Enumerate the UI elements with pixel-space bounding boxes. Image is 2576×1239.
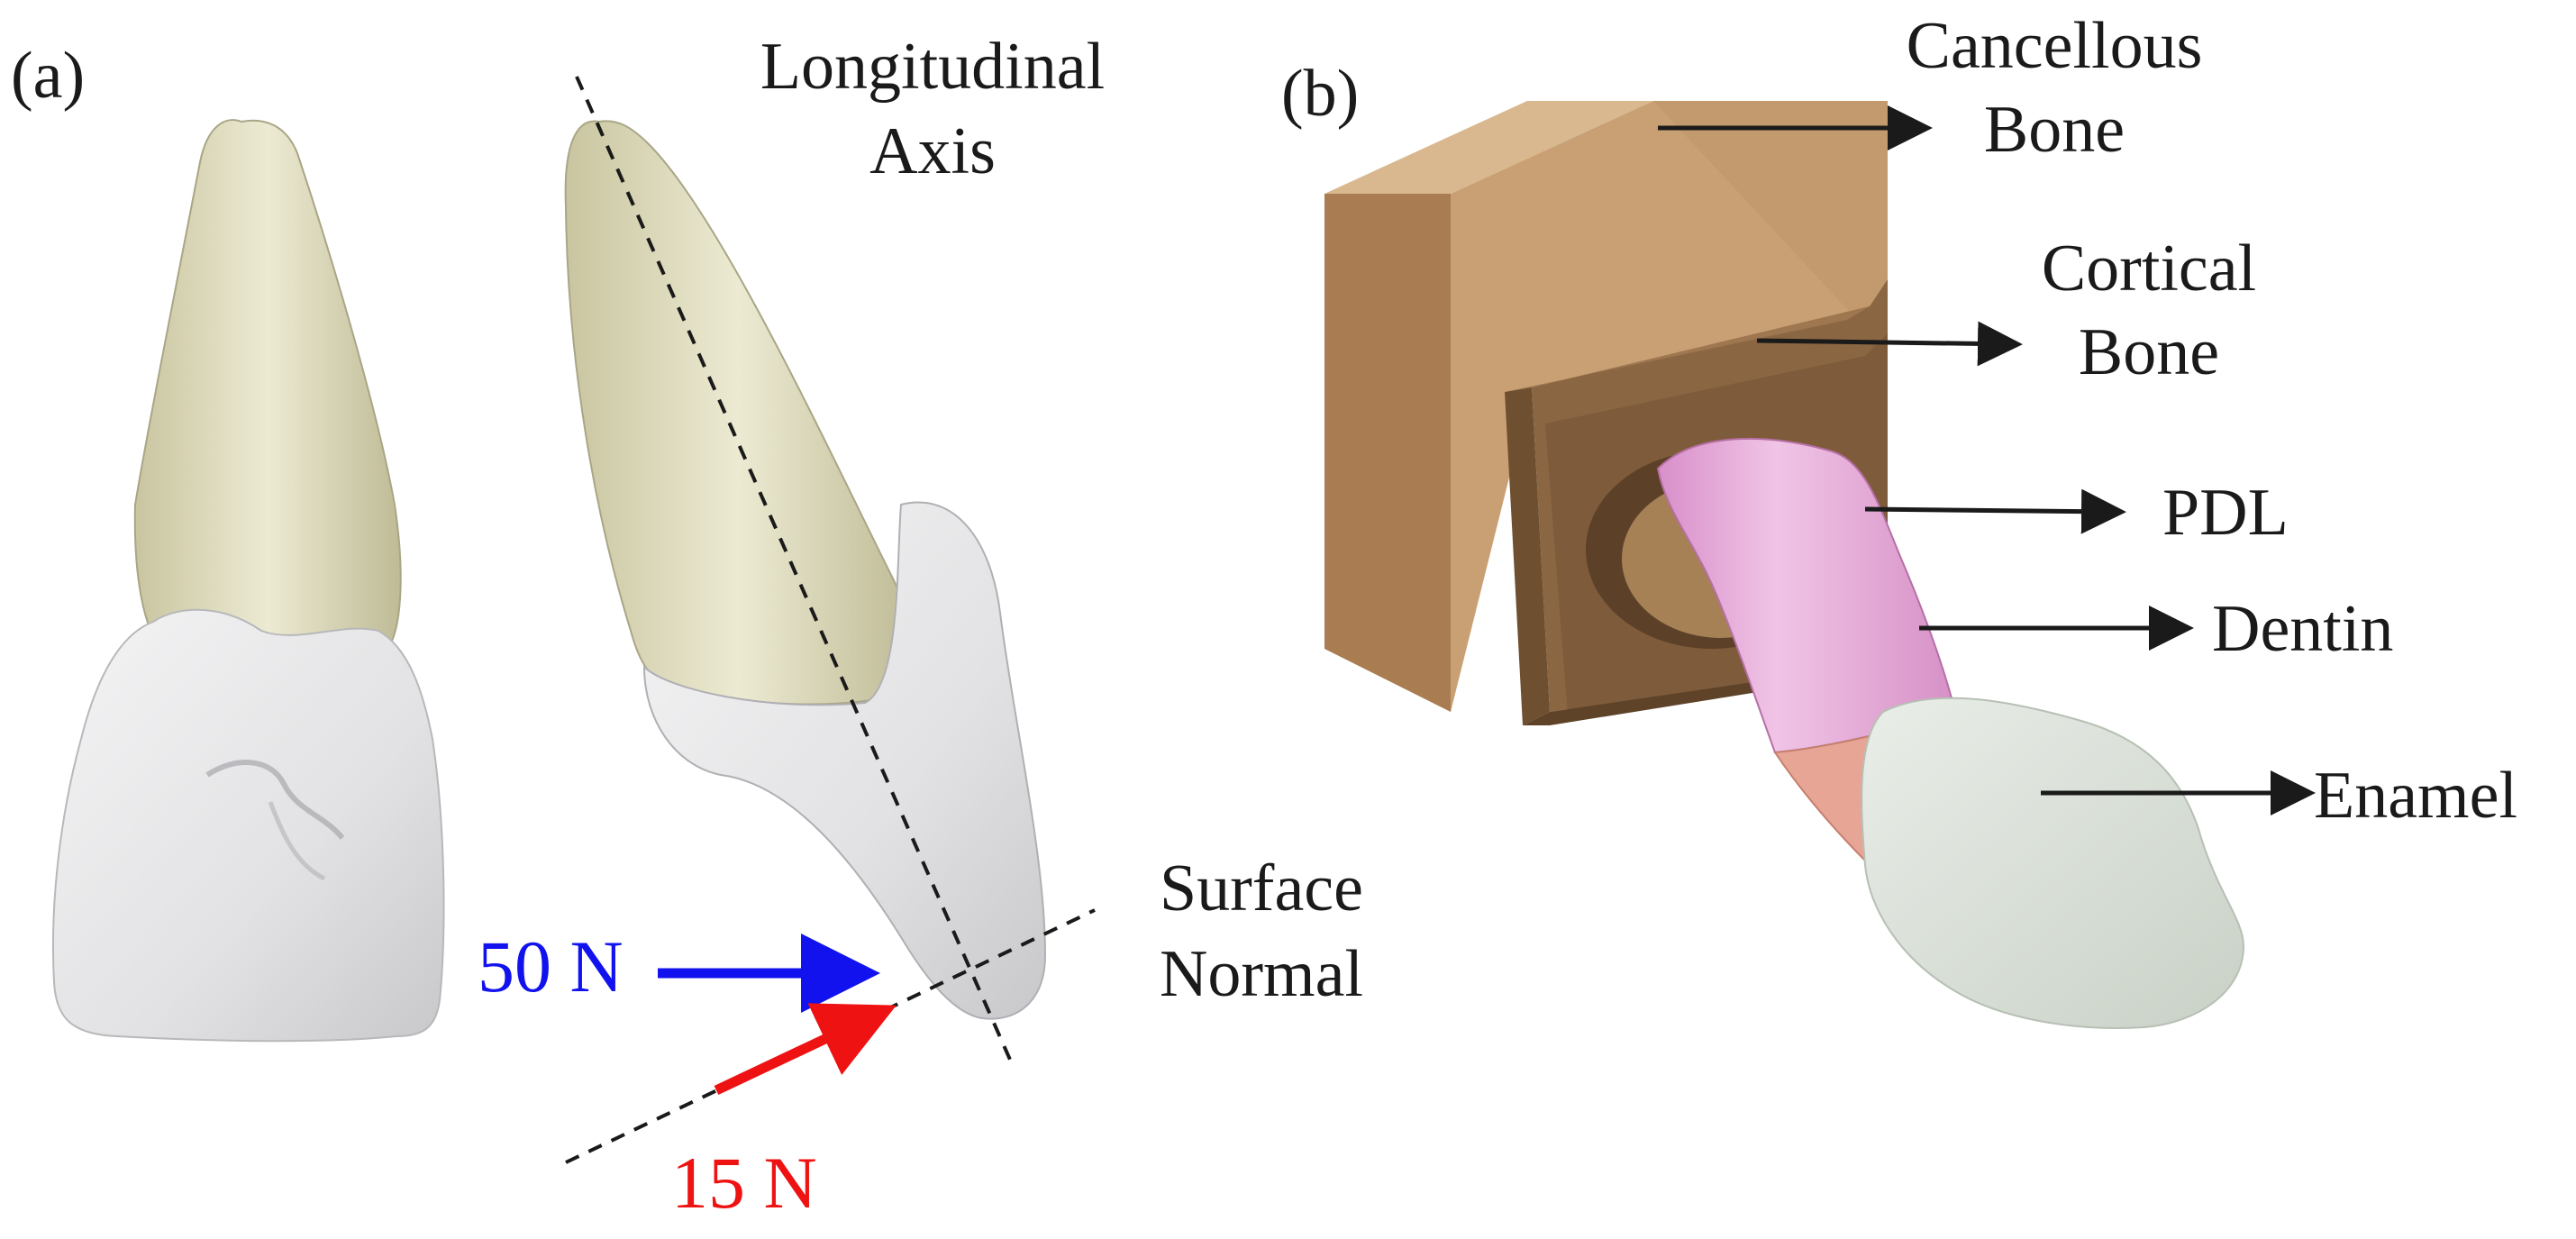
surface-normal-line [565,908,1096,1164]
tooth-front-root [133,119,402,650]
longitudinal-axis-line [575,76,1015,1069]
enamel-label: Enamel [2314,759,2517,833]
longitudinal-axis-label-line1: Longitudinal [760,30,1105,104]
dentin-label: Dentin [2212,592,2393,666]
tooth-side-view [564,120,1047,1020]
cortical-bone-pointer [1756,321,2023,367]
cancellous-bone-label-line2: Bone [1984,93,2125,167]
cortical-bone-label-line1: Cortical [2042,232,2256,305]
surface-normal-label-line1: Surface [1160,852,1363,925]
cancellous-bone-block [1324,101,1888,712]
surface-normal-label-line2: Normal [1160,937,1363,1011]
cortical-bone-label-line2: Bone [2079,315,2219,389]
tooth-side-root [564,120,914,706]
pdl-pointer [1864,488,2126,534]
tooth-front-crown [51,608,445,1043]
force-50n-label: 50 N [478,925,624,1007]
enamel-layer [1861,697,2245,1029]
panel-a-label: (a) [11,39,85,113]
tooth-front-view [51,119,445,1043]
force-15n-arrow [714,1003,897,1095]
longitudinal-axis-label-line2: Axis [869,114,996,188]
tooth-side-crown [642,501,1047,1020]
panel-b-label: (b) [1281,57,1359,131]
cancellous-bone-label-line1: Cancellous [1907,9,2203,83]
pdl-label: PDL [2162,476,2289,550]
force-15n-label: 15 N [671,1142,817,1224]
